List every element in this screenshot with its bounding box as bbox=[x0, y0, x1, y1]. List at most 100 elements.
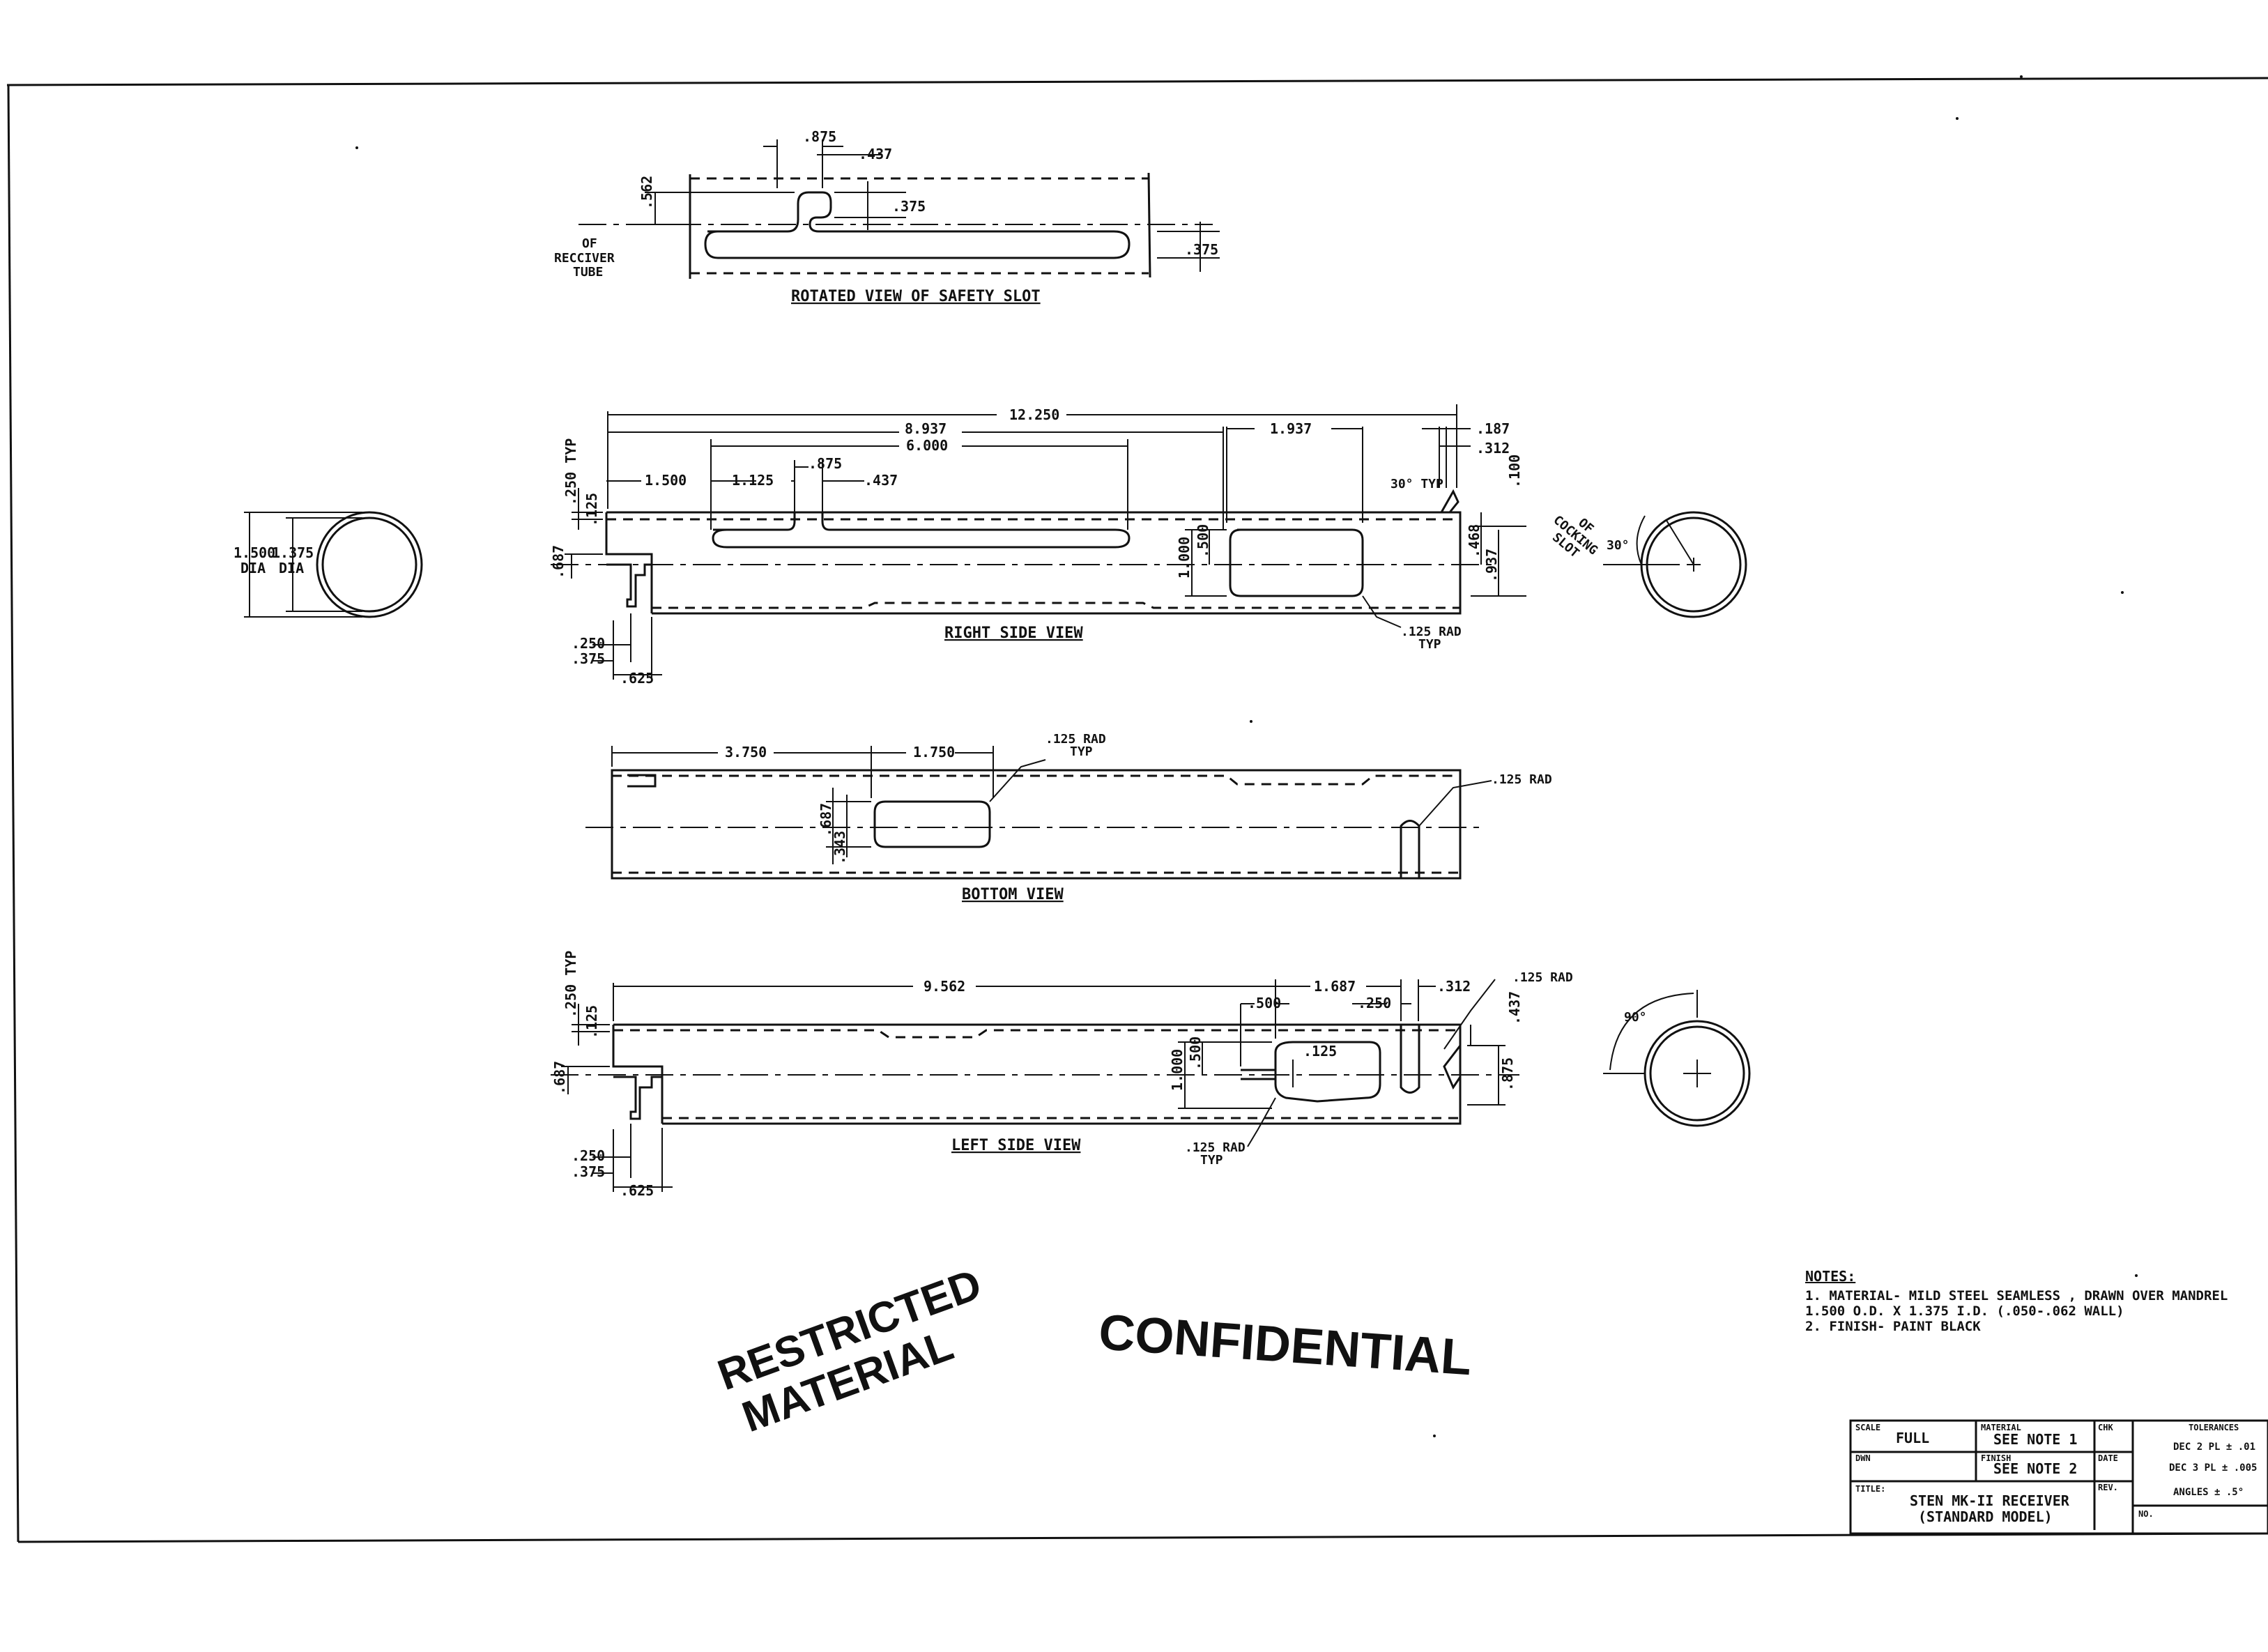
right-dim-875: .875 bbox=[809, 455, 842, 472]
title-block: SCALE FULL MATERIAL SEE NOTE 1 DWN FINIS… bbox=[1849, 1419, 2268, 1535]
left-dim-437: .437 bbox=[1506, 991, 1523, 1025]
bottom-dim-3750: 3.750 bbox=[725, 744, 767, 760]
left-dim-250typ: .250 TYP bbox=[562, 951, 579, 1018]
notes: NOTES: 1. MATERIAL- MILD STEEL SEAMLESS … bbox=[1805, 1268, 2228, 1334]
safety-dim-375a: .375 bbox=[892, 198, 926, 215]
id-dim: 1.375 bbox=[272, 544, 314, 561]
right-dim-1937: 1.937 bbox=[1270, 420, 1312, 437]
left-dim-125b: .125 bbox=[583, 1005, 600, 1039]
right-dim-312: .312 bbox=[1476, 440, 1510, 457]
scan-specks bbox=[355, 75, 2138, 1437]
tolerance-2: DEC 3 PL ± .005 bbox=[2169, 1462, 2257, 1474]
chk-label: CHK bbox=[2098, 1423, 2113, 1432]
right-dim-8937: 8.937 bbox=[905, 420, 947, 437]
tolerances-heading: TOLERANCES bbox=[2189, 1423, 2239, 1432]
left-view-title: LEFT SIDE VIEW bbox=[951, 1137, 1081, 1154]
material-label: MATERIAL bbox=[1981, 1423, 2021, 1432]
bottom-rad-note-1: .125 RAD bbox=[1045, 732, 1106, 747]
right-dim-250typ: .250 TYP bbox=[562, 438, 579, 505]
tolerance-3: ANGLES ± .5° bbox=[2173, 1487, 2244, 1498]
right-dim-1000: 1.000 bbox=[1176, 537, 1193, 579]
title-line-1: STEN MK-II RECEIVER bbox=[1910, 1492, 2070, 1509]
finish-label: FINISH bbox=[1981, 1453, 2011, 1463]
left-rad-note-1: .125 RAD bbox=[1185, 1140, 1246, 1155]
dwn-label: DWN bbox=[1855, 1453, 1871, 1463]
right-dim-1500: 1.500 bbox=[645, 472, 687, 489]
tube-label-3: TUBE bbox=[573, 265, 603, 280]
end-view-right: 30° OF COCKING SLOT bbox=[1549, 511, 1747, 618]
cocking-angle: 30° bbox=[1607, 538, 1630, 553]
scale-value: FULL bbox=[1896, 1430, 1929, 1446]
right-dim-125: .125 bbox=[583, 493, 600, 526]
right-dim-500: .500 bbox=[1195, 524, 1211, 558]
left-side-view: 9.562 1.687 .312 .500 .250 .125 .250 TYP… bbox=[551, 951, 1573, 1199]
bottom-view-title: BOTTOM VIEW bbox=[962, 886, 1064, 903]
bottom-dim-687: .687 bbox=[818, 803, 834, 836]
notes-heading: NOTES: bbox=[1805, 1268, 1855, 1285]
od-dim: 1.500 bbox=[233, 544, 275, 561]
left-dim-500: .500 bbox=[1248, 995, 1281, 1011]
safety-dim-562: .562 bbox=[638, 176, 655, 209]
no-label: NO. bbox=[2138, 1509, 2154, 1519]
note-line-2: 1.500 O.D. X 1.375 I.D. (.050-.062 WALL) bbox=[1805, 1303, 2124, 1319]
id-unit: DIA bbox=[279, 560, 304, 576]
right-dim-468: .468 bbox=[1466, 524, 1482, 558]
date-label: DATE bbox=[2098, 1453, 2118, 1463]
note-line-3: 2. FINISH- PAINT BLACK bbox=[1805, 1319, 1981, 1334]
left-dim-687: .687 bbox=[551, 1061, 568, 1094]
left-dim-375: .375 bbox=[572, 1163, 605, 1180]
right-dim-250: .250 bbox=[572, 635, 605, 652]
left-rad-note-2: TYP bbox=[1200, 1153, 1223, 1168]
bottom-dim-1750: 1.750 bbox=[913, 744, 955, 760]
bottom-view: 3.750 1.750 .687 .343 .125 RAD TYP .125 … bbox=[585, 732, 1552, 903]
title-label: TITLE: bbox=[1855, 1484, 1885, 1494]
left-dim-250: .250 bbox=[1358, 995, 1391, 1011]
left-dim-125: .125 bbox=[1303, 1043, 1337, 1060]
right-dim-6000: 6.000 bbox=[906, 437, 948, 454]
bottom-rad-note-2: TYP bbox=[1070, 744, 1093, 759]
left-dim-9562: 9.562 bbox=[924, 978, 965, 995]
safety-view-title: ROTATED VIEW OF SAFETY SLOT bbox=[791, 288, 1041, 305]
right-dim-187: .187 bbox=[1476, 420, 1510, 437]
safety-dim-375b: .375 bbox=[1185, 241, 1218, 258]
left-dim-250b: .250 bbox=[572, 1147, 605, 1164]
tube-label-2: RECCIVER bbox=[554, 251, 615, 266]
right-dim-437: .437 bbox=[864, 472, 898, 489]
end-view-left-side: 90° bbox=[1603, 990, 1751, 1127]
left-rad-top: .125 RAD bbox=[1512, 970, 1573, 985]
left-dim-1000: 1.000 bbox=[1169, 1049, 1186, 1091]
right-dim-937: .937 bbox=[1483, 549, 1500, 582]
title-line-2: (STANDARD MODEL) bbox=[1918, 1508, 2053, 1525]
sheet-border bbox=[6, 77, 2268, 1543]
left-dim-625: .625 bbox=[620, 1182, 654, 1199]
rev-label: REV. bbox=[2098, 1483, 2118, 1492]
safety-dim-875: .875 bbox=[803, 128, 836, 145]
right-dim-625: .625 bbox=[620, 670, 654, 687]
left-dim-500b: .500 bbox=[1187, 1037, 1204, 1070]
confidential-stamp: CONFIDENTIAL bbox=[1097, 1304, 1473, 1386]
note-line-1: 1. MATERIAL- MILD STEEL SEAMLESS , DRAWN… bbox=[1805, 1288, 2228, 1303]
left-dim-1687: 1.687 bbox=[1314, 978, 1356, 995]
safety-dim-437: .437 bbox=[859, 146, 892, 162]
tube-label-1: OF bbox=[582, 236, 597, 251]
left-dim-875: .875 bbox=[1499, 1057, 1516, 1091]
right-rad-note-1: .125 RAD bbox=[1401, 625, 1462, 639]
right-view-title: RIGHT SIDE VIEW bbox=[944, 625, 1083, 642]
right-dim-30typ: 30° TYP bbox=[1390, 477, 1443, 491]
right-dim-375: .375 bbox=[572, 650, 605, 667]
right-dim-687: .687 bbox=[550, 545, 567, 579]
right-side-view: 12.250 8.937 6.000 1.937 .187 .312 1.500… bbox=[550, 404, 1526, 687]
finish-value: SEE NOTE 2 bbox=[1993, 1460, 2077, 1477]
od-unit: DIA bbox=[240, 560, 266, 576]
material-value: SEE NOTE 1 bbox=[1993, 1431, 2077, 1448]
right-dim-1125: 1.125 bbox=[732, 472, 774, 489]
tolerance-1: DEC 2 PL ± .01 bbox=[2173, 1441, 2255, 1453]
safety-slot-view: .875 .437 .562 .375 .375 OF RECCIVER TUB… bbox=[554, 128, 1220, 305]
restricted-material-stamp: RESTRICTED MATERIAL bbox=[712, 1260, 988, 1441]
scale-label: SCALE bbox=[1855, 1423, 1880, 1432]
bottom-rad-note-3: .125 RAD bbox=[1492, 772, 1552, 787]
right-rad-note-2: TYP bbox=[1418, 637, 1441, 652]
end-view-left: 1.500 DIA 1.375 DIA bbox=[233, 511, 423, 618]
right-dim-12250: 12.250 bbox=[1009, 406, 1059, 423]
